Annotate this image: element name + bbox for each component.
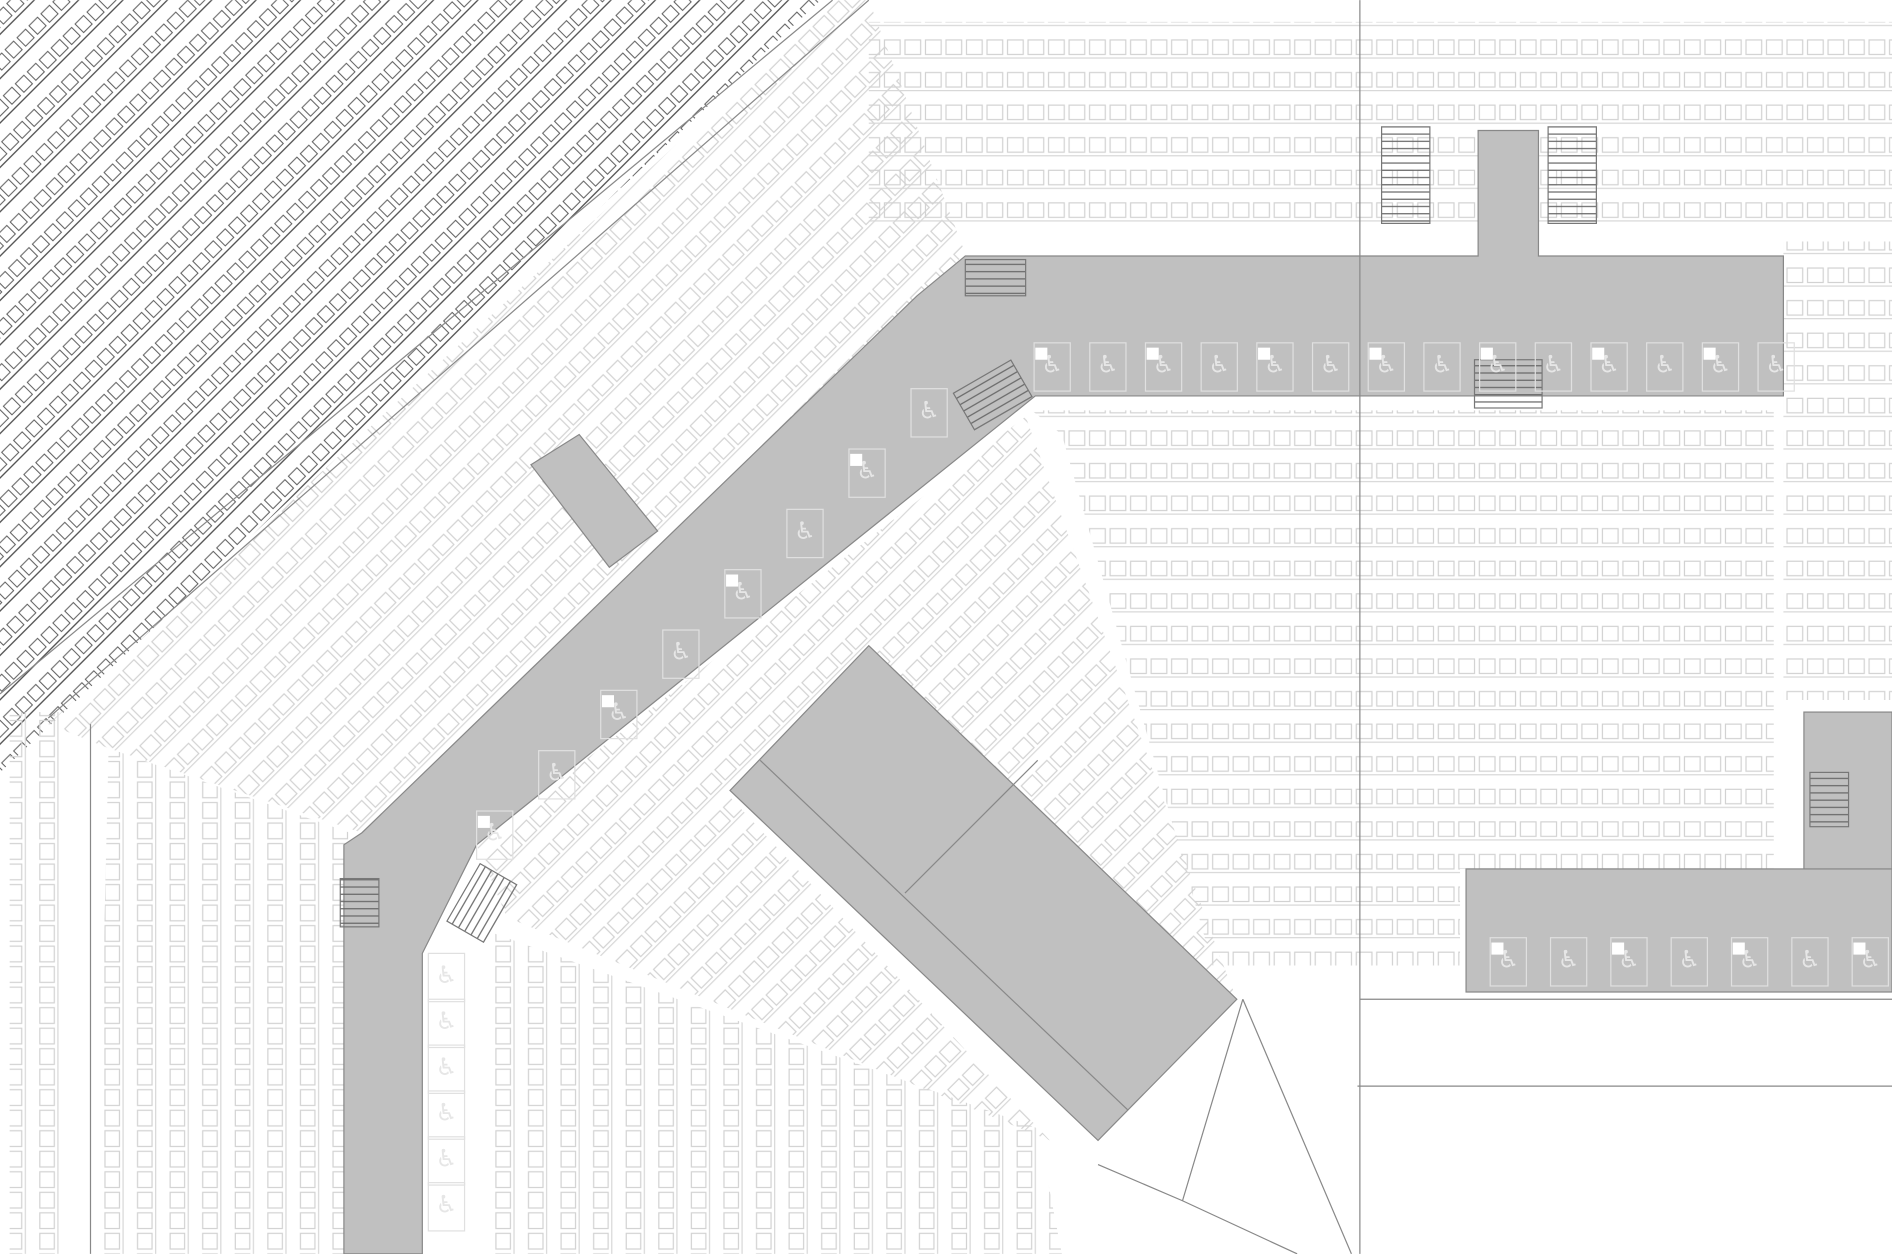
accessible-seat-bay (1701, 342, 1740, 392)
companion-seat (726, 574, 739, 587)
accessible-seat-bay (662, 629, 700, 679)
accessible-seat-bay (1489, 937, 1527, 987)
companion-seat (477, 815, 490, 828)
concourse-stub (530, 433, 659, 569)
accessible-seat-bay (600, 689, 638, 740)
accessible-seat-bay (1534, 342, 1573, 392)
wheelchair-icon: ♿ (1097, 351, 1119, 379)
wheelchair-icon: ♿ (436, 1007, 458, 1035)
wheelchair-icon: ♿ (1654, 351, 1676, 379)
far-left-seating (9, 712, 70, 1254)
top-right-seating (868, 21, 1892, 230)
wheelchair-icon: ♿ (794, 517, 816, 545)
lower-fan-seating (482, 929, 1062, 1254)
accessible-seat-bay (1549, 937, 1588, 987)
accessible-seat-bay (1367, 342, 1406, 392)
companion-seat (1853, 942, 1866, 955)
accessible-seat-bay (1730, 937, 1769, 987)
wheelchair-icon: ♿ (1208, 351, 1230, 379)
companion-seat (1612, 942, 1625, 955)
accessible-seat-bay (1479, 342, 1517, 392)
accessible-seat-bay (1200, 342, 1238, 392)
accessible-seat-bay (538, 750, 576, 800)
accessible-seat-bay (786, 508, 824, 559)
companion-seat (1480, 347, 1493, 360)
accessible-seat-bay (1033, 342, 1071, 392)
companion-seat (1732, 942, 1745, 955)
stair (1547, 126, 1597, 224)
stair (446, 862, 518, 944)
companion-seat (1491, 942, 1504, 955)
wheelchair-icon: ♿ (546, 758, 568, 786)
left-fan-seating (96, 748, 350, 1254)
companion-seat (1146, 347, 1159, 360)
accessible-seat-bay (1757, 342, 1795, 392)
stair (964, 258, 1027, 297)
companion-seat (1369, 347, 1382, 360)
stair (339, 877, 380, 928)
wheelchair-icon: ♿ (1765, 351, 1787, 379)
companion-seat (601, 695, 615, 708)
accessible-seat-bay (1256, 342, 1294, 392)
accessible-seat-bay (1144, 342, 1183, 392)
accessible-seat-bay (1851, 937, 1889, 987)
main-concourse (343, 129, 1785, 1254)
accessible-seat-bay (910, 388, 948, 438)
companion-seat (850, 453, 863, 466)
accessible-seat-bay (427, 998, 466, 1049)
stair (1809, 771, 1850, 828)
wheelchair-icon: ♿ (918, 396, 940, 424)
right-side-seating (1783, 241, 1892, 701)
wheelchair-icon: ♿ (1320, 351, 1342, 379)
accessible-seat-bay (1610, 937, 1648, 987)
companion-seat (429, 1049, 442, 1062)
companion-seat (429, 1141, 442, 1154)
companion-seat (1703, 347, 1716, 360)
diagonal-upper-seating (48, 0, 966, 833)
right-main-seating (1031, 410, 1774, 966)
accessible-seat-bay (1670, 937, 1708, 987)
wheelchair-icon: ♿ (670, 638, 692, 666)
wheelchair-icon: ♿ (436, 1190, 458, 1218)
wheelchair-icon: ♿ (1431, 351, 1453, 379)
accessible-seat-bay (427, 1182, 466, 1232)
wheelchair-icon: ♿ (1543, 351, 1565, 379)
stair (1473, 359, 1543, 409)
stair (952, 359, 1033, 431)
diagonal-lower-seating (476, 416, 1237, 1141)
accessible-seat-bay (427, 952, 466, 1003)
companion-seat (1258, 347, 1271, 360)
concourses (343, 129, 1892, 1254)
wheelchair-icon: ♿ (1678, 945, 1700, 973)
upper-left-dark-seating (0, 0, 821, 773)
stairs (339, 126, 1850, 944)
accessible-seat-bay (427, 1090, 466, 1140)
accessible-seating: ♿♿♿♿♿♿♿♿♿♿♿♿♿♿♿♿♿♿♿♿♿♿♿♿♿♿♿♿♿♿♿♿♿♿♿ (427, 342, 1889, 1232)
field-tunnel (729, 644, 1238, 1142)
companion-seat (1035, 347, 1048, 360)
wheelchair-icon: ♿ (1558, 945, 1580, 973)
accessible-seat-bay (1089, 342, 1127, 392)
accessible-seat-bay (1791, 937, 1829, 987)
accessible-seat-bay (1646, 342, 1684, 392)
companion-seat (1592, 347, 1605, 360)
accessible-seat-bay (848, 448, 886, 498)
companion-seat (429, 958, 442, 971)
stair (1380, 126, 1431, 224)
accessible-seat-bay (1590, 342, 1628, 392)
wheelchair-icon: ♿ (1799, 945, 1821, 973)
accessible-seat-bay (1423, 342, 1461, 392)
accessible-seat-bay (476, 810, 514, 860)
accessible-seat-bay (724, 569, 762, 619)
wheelchair-icon: ♿ (436, 1099, 458, 1127)
accessible-seat-bay (1311, 342, 1350, 392)
accessible-seat-bay (427, 1044, 466, 1094)
lower-right-concourse (1465, 868, 1892, 993)
accessible-seat-bay (427, 1136, 466, 1186)
